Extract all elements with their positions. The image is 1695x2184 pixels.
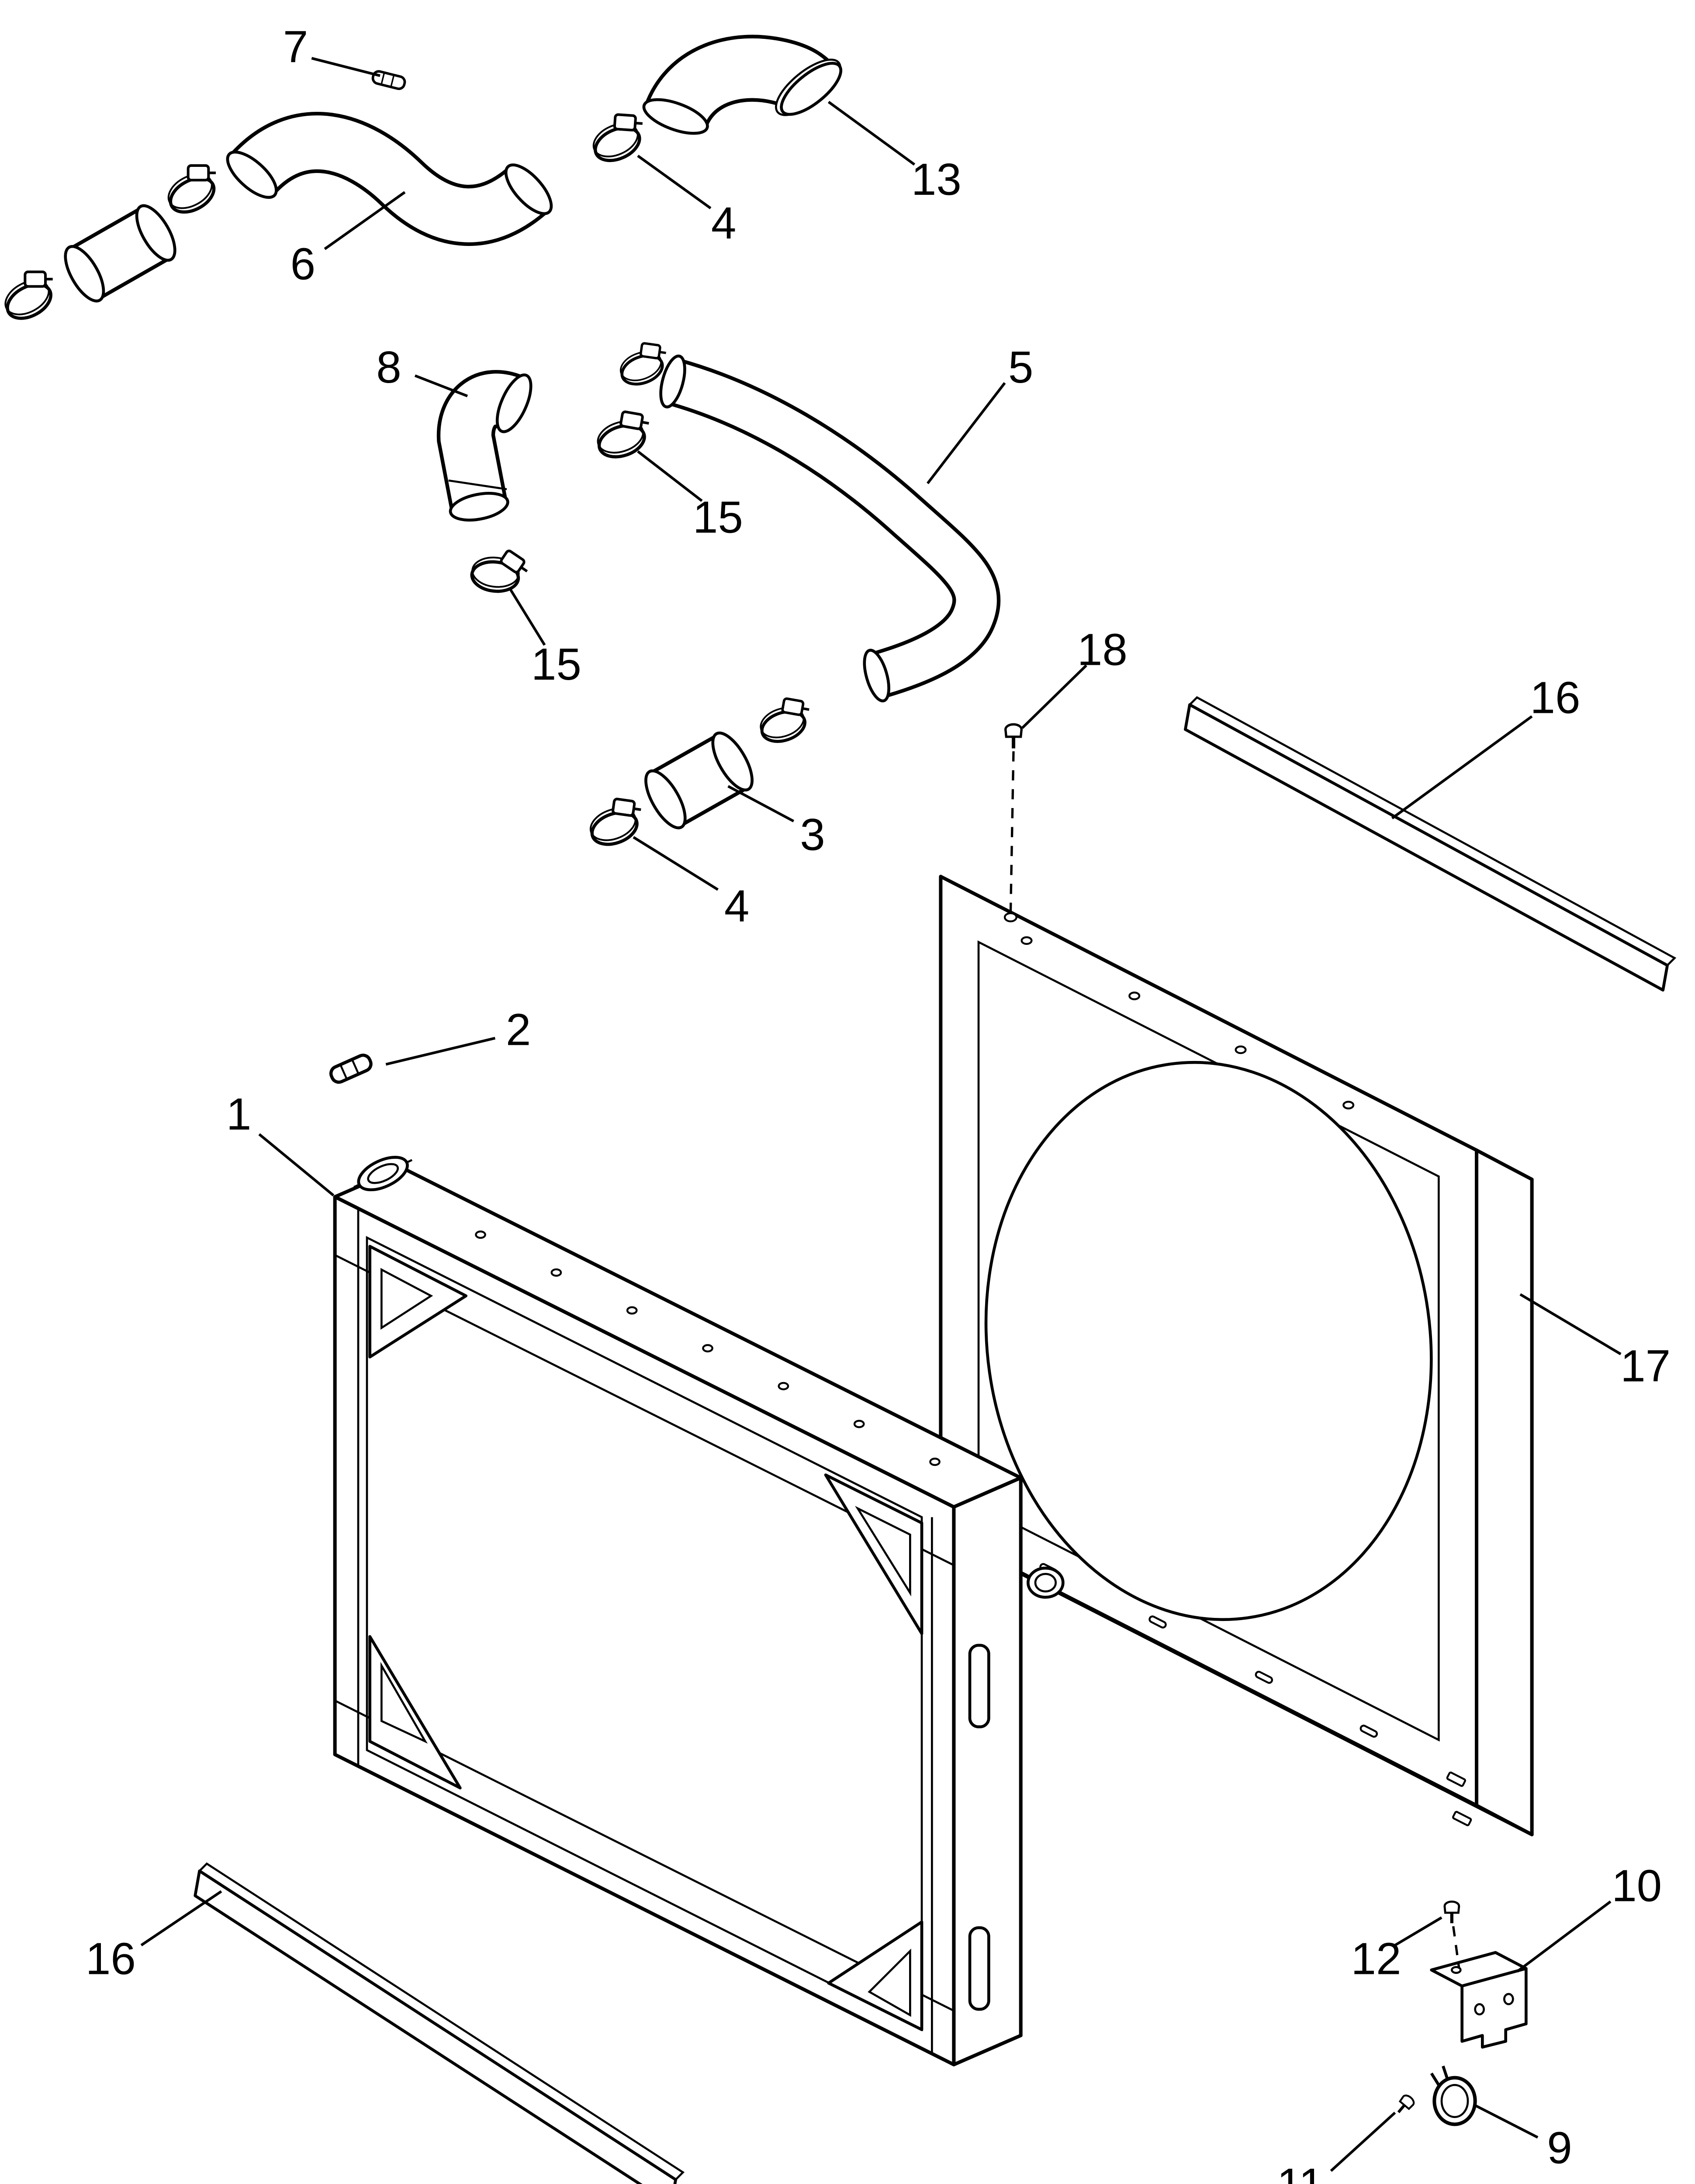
retainer-clip-7-icon (372, 70, 406, 90)
callout-4b: 4 (724, 880, 749, 931)
radiator-corner-bracket-tr (824, 1473, 924, 1635)
callout-18: 18 (1077, 624, 1128, 675)
callout-1: 1 (226, 1089, 251, 1139)
hose-clamp-icon (0, 260, 66, 325)
screw-18-icon (1006, 724, 1022, 748)
hose-clamp-icon (754, 691, 819, 746)
callout-16b: 16 (86, 1933, 136, 1984)
screw-11-icon (1394, 2094, 1416, 2117)
callout-7: 7 (283, 21, 308, 72)
radiator-corner-bracket-br (827, 1920, 924, 2031)
callout-labels: 7 6 13 4 8 5 15 15 18 16 3 4 2 1 17 16 1… (86, 21, 1671, 2184)
part-seal-strip-top (1183, 696, 1677, 992)
part-fan-shroud (939, 874, 1534, 1836)
callout-15b: 15 (531, 639, 581, 689)
hose-clamp-icon (159, 154, 230, 219)
callout-10: 10 (1612, 1860, 1662, 1911)
callout-5: 5 (1008, 342, 1033, 392)
radiator-corner-bracket-tl (368, 1244, 468, 1358)
part-hose-sleeve (64, 204, 176, 303)
callout-3: 3 (800, 809, 825, 860)
callout-16a: 16 (1530, 672, 1581, 723)
callout-9: 9 (1547, 2122, 1572, 2173)
part-upper-hose (226, 112, 553, 246)
screw-12-icon (1445, 1901, 1459, 1923)
part-loop-clamp (1430, 2065, 1477, 2126)
radiator-corner-bracket-bl (368, 1635, 462, 1790)
part-mounting-bracket (1430, 1951, 1528, 2049)
part-seal-strip-bottom (194, 1862, 685, 2184)
shroud-screw-hole (1003, 912, 1017, 923)
callout-17: 17 (1620, 1341, 1671, 1391)
callout-4a: 4 (711, 197, 736, 248)
hose-clamp-15-icon (470, 546, 533, 595)
part-elbow-pipe (436, 370, 533, 522)
callout-11: 11 (1277, 2159, 1324, 2184)
part-connector-tube (644, 731, 754, 829)
part-radiator (333, 1156, 1023, 2067)
hose-clamp-14-icon (1021, 2179, 1087, 2184)
part-lower-hose (659, 354, 1001, 703)
callout-13: 13 (911, 154, 962, 204)
shroud-port (1026, 1566, 1065, 1599)
assembly-dashed-lines (1009, 751, 1460, 1969)
clip-2-icon (329, 1053, 373, 1085)
callout-6: 6 (291, 238, 315, 289)
radiator-filler-cap (353, 1156, 413, 1192)
leader-lines (140, 57, 1622, 2172)
hose-clamp-4-icon (585, 104, 655, 167)
callout-2: 2 (506, 1004, 531, 1055)
part-elbow-hose (642, 35, 843, 135)
callout-15a: 15 (693, 491, 743, 542)
callout-8: 8 (376, 342, 401, 392)
hose-clamp-15-icon (591, 404, 659, 462)
callout-12: 12 (1351, 1933, 1401, 1984)
